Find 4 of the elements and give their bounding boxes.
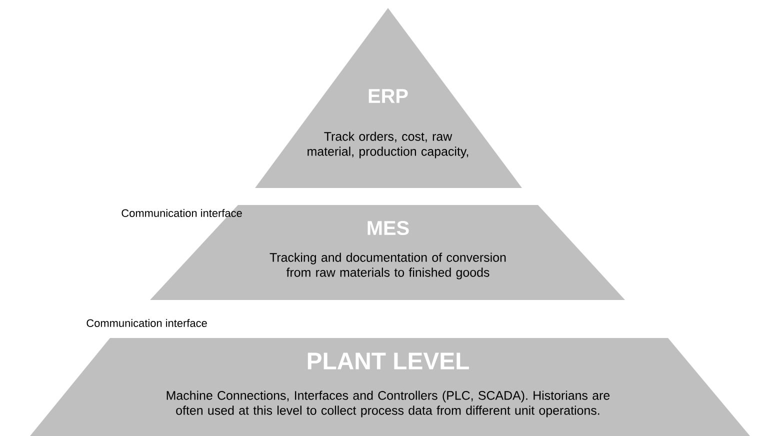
interface-label: Communication interface [122,208,242,218]
interface-label: Communication interface [86,318,207,328]
pyramid-tier: PLANT LEVEL Machine Connections, Interfaces and Controllers (PLC, SCADA). Historians are often used at this level to collect process data from different unit operations. [30,338,750,436]
pyramid-tier: ERP Track orders, cost, raw material, production capacity, [255,8,522,188]
